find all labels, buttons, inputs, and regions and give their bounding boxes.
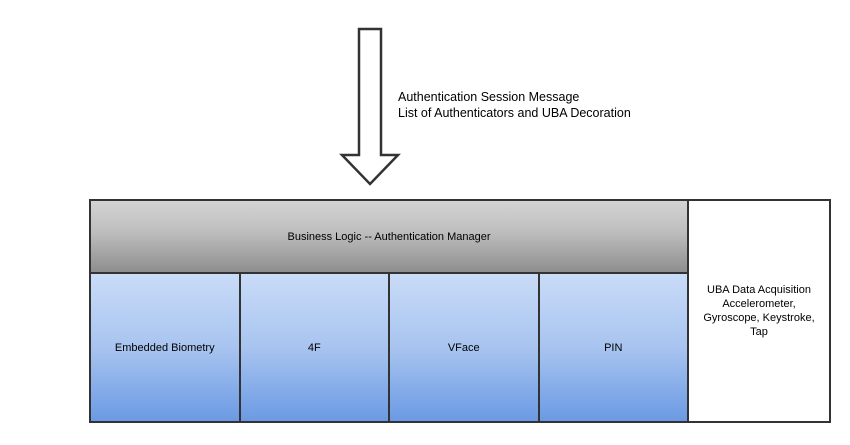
authenticator-label: VFace (447, 341, 480, 354)
uba-panel-line-2: Accelerometer, (722, 298, 796, 310)
authenticator-label: 4F (307, 341, 321, 354)
annotation-line-1: Authentication Session Message (398, 90, 580, 104)
manager-label: Business Logic -- Authentication Manager (287, 230, 491, 243)
authenticator-box-4f: 4F (240, 274, 390, 421)
uba-panel-line-4: Tap (750, 326, 768, 338)
business-logic-authentication-manager-box: Business Logic -- Authentication Manager (91, 201, 689, 274)
annotation-line-2: List of Authenticators and UBA Decoratio… (398, 105, 631, 120)
authenticator-label: Embedded Biometry (114, 341, 215, 354)
uba-panel-line-1: UBA Data Acquisition (707, 284, 811, 296)
authenticator-box-embedded-biometry: Embedded Biometry (91, 274, 241, 421)
authenticator-box-pin: PIN (539, 274, 689, 421)
authenticator-box-vface: VFace (390, 274, 540, 421)
authentication-architecture-diagram: Business Logic -- Authentication Manager… (89, 199, 831, 423)
authenticator-label: PIN (604, 341, 623, 354)
arrow-annotation: Authentication Session Message List of A… (398, 90, 631, 121)
uba-panel-line-3: Gyroscope, Keystroke, (703, 312, 815, 324)
uba-data-acquisition-panel: UBA Data Acquisition Accelerometer, Gyro… (689, 201, 829, 421)
